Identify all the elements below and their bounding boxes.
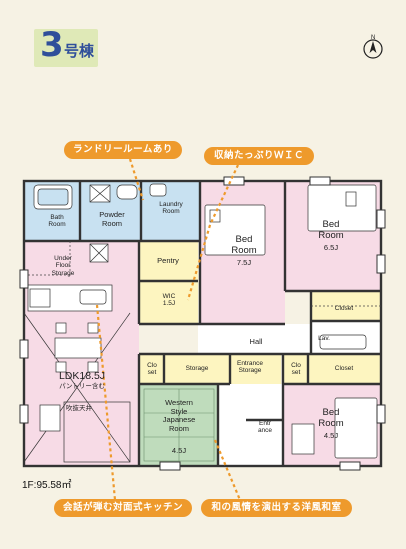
room-bed3-size: 4.5J xyxy=(323,431,339,440)
walls xyxy=(22,179,383,468)
room-fukinuke: 吹抜天井 xyxy=(66,405,92,412)
north-compass-icon: N xyxy=(363,35,383,59)
room-japanese-size: 4.5J xyxy=(171,446,187,455)
callout-storage: 収納たっぷりＷＩＣ xyxy=(204,147,314,165)
room-entrance: Entr ance xyxy=(257,420,273,435)
room-lav: Lav. xyxy=(318,335,330,342)
callout-laundry: ランドリールームあり xyxy=(64,141,182,159)
room-hall: Hall xyxy=(249,337,263,346)
room-japanese: Western Style Japanese Room xyxy=(162,398,196,433)
room-laundry: Laundry Room xyxy=(159,201,183,216)
room-ldk: LDK18.5J xyxy=(58,370,106,382)
callout-japanese: 和の風情を演出する洋風和室 xyxy=(201,499,352,517)
room-closet-b: Clo set xyxy=(291,362,301,377)
windows xyxy=(19,176,386,471)
svg-text:N: N xyxy=(371,35,375,41)
room-bed2-name: Bed Room xyxy=(318,219,344,241)
furniture xyxy=(27,183,378,459)
building-number: 3 xyxy=(40,25,64,65)
floor-area: 1F:95.58㎡ xyxy=(22,480,72,491)
room-powder: Powder Room xyxy=(99,210,125,228)
room-underfloor: Under Floor Storage xyxy=(51,255,75,277)
room-ldk-sub: パントリー含む xyxy=(59,383,105,390)
room-bed3-name: Bed Room xyxy=(318,407,344,429)
dashed-lines xyxy=(24,241,381,307)
room-bed1-name: Bed Room xyxy=(231,234,257,256)
room-wic: WIC 1.5J xyxy=(162,293,176,308)
callout-kitchen: 会話が弾む対面式キッチン xyxy=(54,499,192,517)
room-pantry: Pentry xyxy=(157,256,179,265)
tatami-grid xyxy=(143,388,215,462)
room-bath: Bath Room xyxy=(48,214,66,229)
building-label: 号棟 xyxy=(64,42,95,60)
room-closet-a: Clo set xyxy=(147,362,157,377)
callout-leaders xyxy=(95,158,242,501)
room-bed1-size: 7.5J xyxy=(236,258,252,267)
room-closet2: Closet xyxy=(334,365,354,372)
room-storage-a: Storage xyxy=(185,365,209,372)
room-closet1: Closet xyxy=(334,305,354,312)
room-entrance-storage: Entrance Storage xyxy=(236,360,264,375)
open-ceiling-marker xyxy=(23,312,131,463)
building-badge: 3 号棟 xyxy=(34,25,98,67)
room-bed2-size: 6.5J xyxy=(323,243,339,252)
